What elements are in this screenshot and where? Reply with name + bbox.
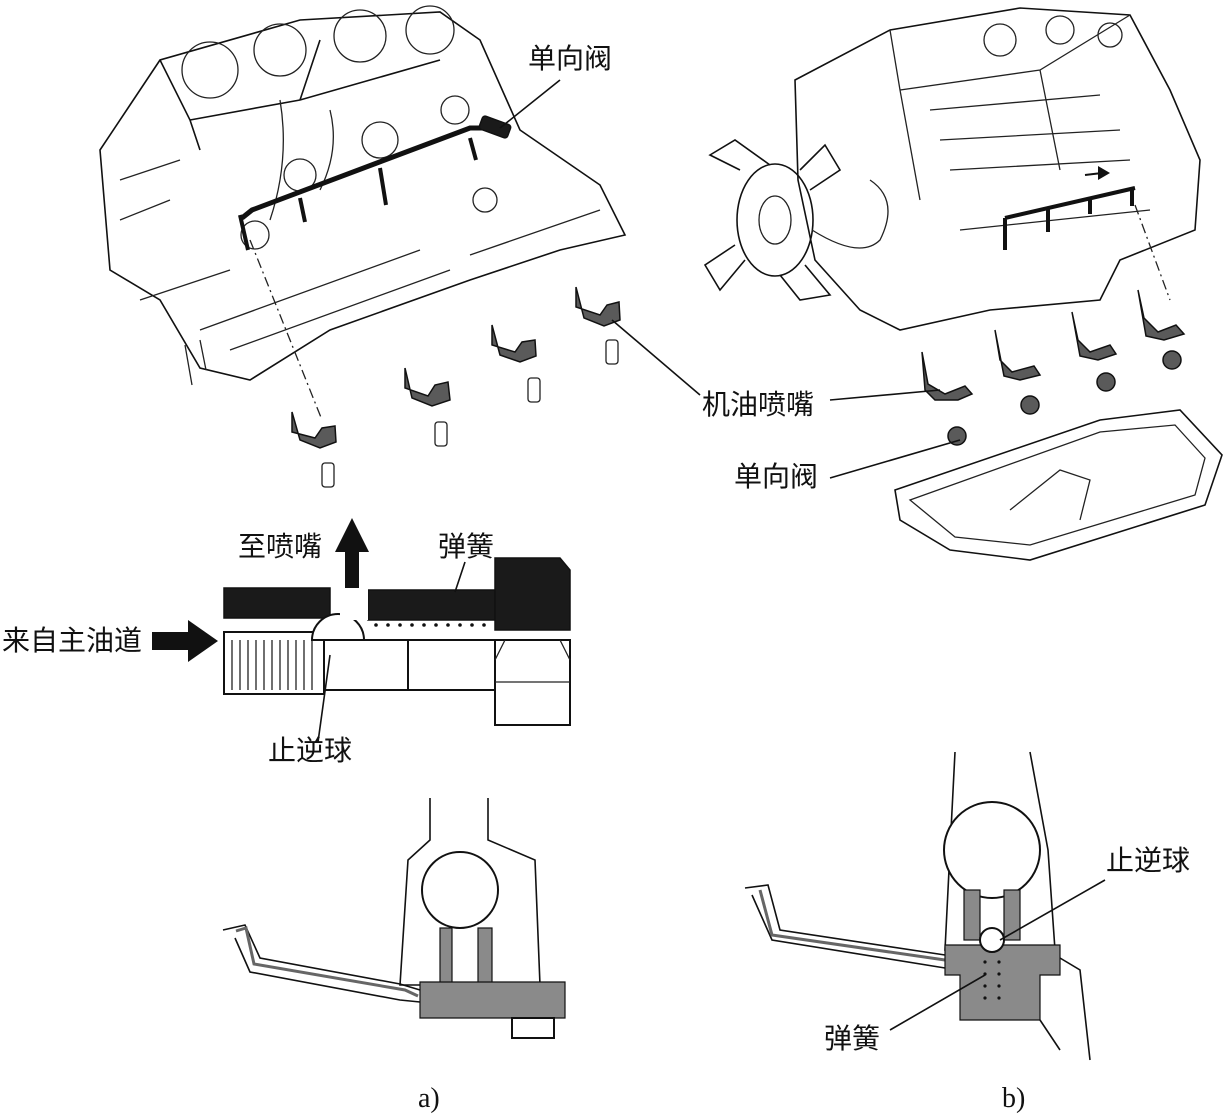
label-spring-b: 弹簧 xyxy=(824,1022,880,1055)
check-valve-section-a xyxy=(223,557,571,726)
oil-nozzle-a2 xyxy=(404,367,451,447)
label-to-nozzle: 至喷嘴 xyxy=(238,530,322,563)
caption-b: b) xyxy=(1002,1083,1025,1114)
oil-gallery-line-b xyxy=(1003,166,1171,301)
nozzle-set-a xyxy=(291,286,621,488)
engine-b xyxy=(703,7,1201,331)
caption-a: a) xyxy=(418,1083,440,1114)
label-from-main-gallery: 来自主油道 xyxy=(2,624,142,657)
label-check-valve-b: 单向阀 xyxy=(734,460,818,493)
nozzle-section-a xyxy=(222,798,566,1039)
leader-lines xyxy=(317,79,1106,1031)
nozzle-section-b xyxy=(744,751,1091,1061)
spring-a xyxy=(374,623,486,627)
label-check-valve: 单向阀 xyxy=(528,42,612,75)
oil-nozzle-b2 xyxy=(994,329,1042,415)
oil-nozzle-b4 xyxy=(1137,289,1186,370)
oil-pan-b xyxy=(894,409,1223,561)
oil-nozzle-a4 xyxy=(575,286,621,365)
oil-nozzle-a1 xyxy=(291,411,337,488)
label-check-ball: 止逆球 xyxy=(268,734,352,767)
oil-nozzle-b3 xyxy=(1071,311,1118,392)
nozzle-set-b xyxy=(921,289,1186,446)
oil-gallery-line-a xyxy=(238,115,512,421)
engine-fan-b xyxy=(703,139,889,301)
arrow-up-icon xyxy=(335,518,369,588)
arrow-right-icon xyxy=(152,620,218,662)
label-spring: 弹簧 xyxy=(438,530,494,563)
label-check-ball-b: 止逆球 xyxy=(1106,844,1190,877)
oil-nozzle-b1 xyxy=(921,351,974,446)
check-ball-b xyxy=(979,927,1005,953)
label-oil-nozzle: 机油喷嘴 xyxy=(702,388,814,421)
oil-nozzle-a3 xyxy=(491,324,541,403)
engine-block-a xyxy=(99,5,627,386)
